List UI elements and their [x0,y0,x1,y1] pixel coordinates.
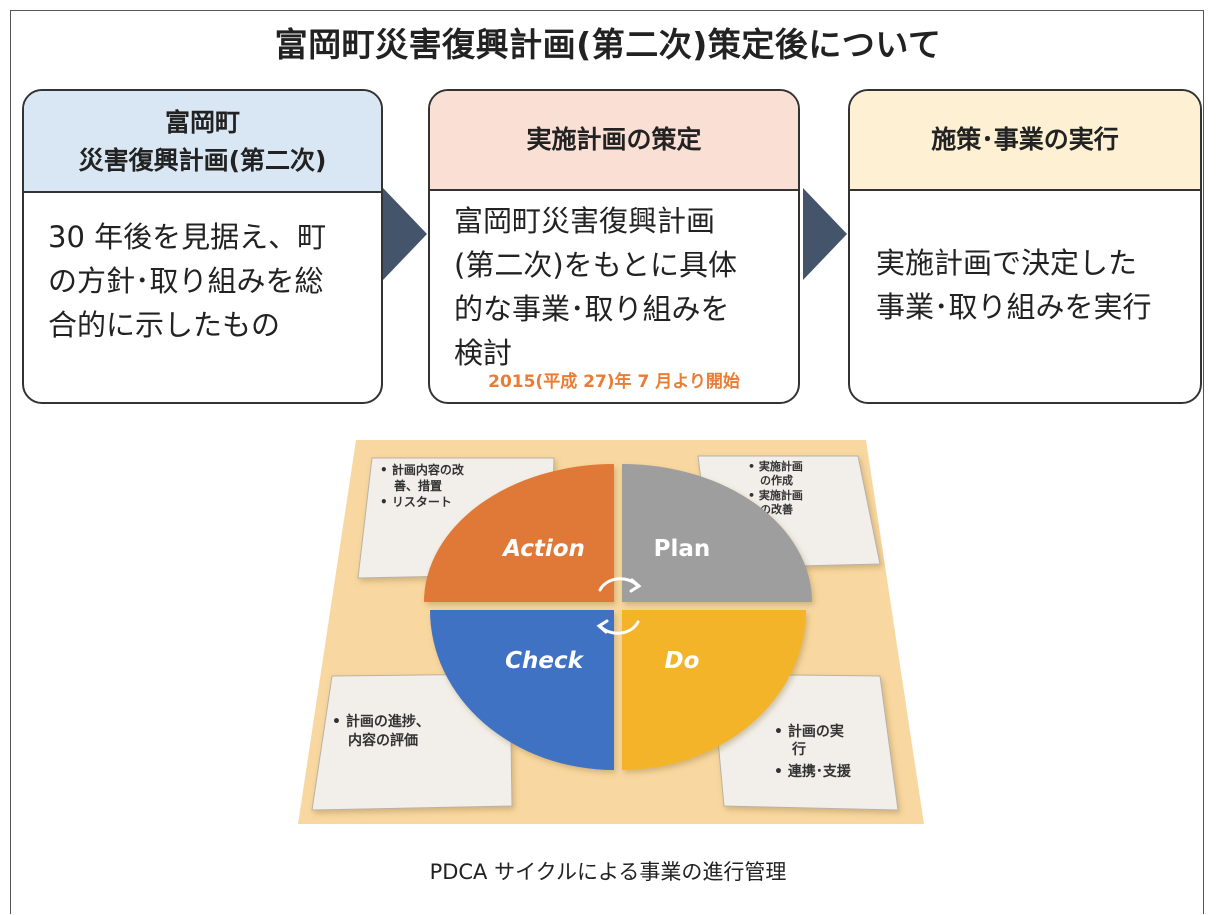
step-header: 富岡町 災害復興計画(第二次) [24,91,381,193]
note-line: • 実施計画 [748,459,803,473]
step-card-implementation-plan: 実施計画の策定 富岡町災害復興計画 (第二次)をもとに具体 的な事業･取り組みを… [428,89,800,404]
step-body-line: 富岡町災害復興計画 [454,204,716,238]
step-body: 実施計画で決定した 事業･取り組みを実行 [850,191,1200,329]
step-body: 富岡町災害復興計画 (第二次)をもとに具体 的な事業･取り組みを 検討 [430,191,798,375]
note-line: 内容の評価 [348,732,418,749]
step-body-line: 30 年後を見据え、町 [48,220,327,254]
step-header-line: 実施計画の策定 [526,125,702,154]
step-header: 施策･事業の実行 [850,91,1200,191]
step-body-line: 合的に示したもの [48,308,281,342]
pdca-label-do: Do [665,648,700,674]
cycle-arrows-icon [596,577,642,635]
note-line: の改善 [760,502,793,516]
pdca-label-action: Action [501,536,585,562]
right-arrow-icon [383,188,427,280]
step-body: 30 年後を見据え、町 の方針･取り組みを総 合的に示したもの [24,193,381,347]
pdca-cycle-diagram: • 計画内容の改 善、措置 • リスタート • 実施計画 の作成 • 実施計画 … [298,440,924,824]
step-body-line: の方針･取り組みを総 [48,264,324,298]
step-body-line: 事業･取り組みを実行 [876,290,1152,324]
step-body-line: 的な事業･取り組みを [454,292,730,326]
note-line: 行 [791,741,806,758]
step-header-line: 災害復興計画(第二次) [78,146,327,175]
step-header: 実施計画の策定 [430,91,798,191]
page-frame [10,10,1204,914]
pdca-quadrant-check [430,610,614,770]
pdca-label-plan: Plan [654,536,711,562]
note-line: • 計画内容の改 [380,462,465,477]
step-card-reconstruction-plan: 富岡町 災害復興計画(第二次) 30 年後を見据え、町 の方針･取り組みを総 合… [22,89,383,404]
note-line: • 連携･支援 [774,763,852,780]
svg-text:• 実施計画 の作成 • 実: • 実施計画 の作成 • 実施計画 の改善 [748,459,807,516]
pdca-quadrant-plan [622,464,812,602]
note-line: • 計画の実 [774,723,844,740]
note-line: 善、措置 [394,478,442,493]
step-body-line: (第二次)をもとに具体 [454,248,738,282]
svg-text:• 計画内容の改 善、措置: • 計画内容の改 善、措置 • リスタート [380,462,468,509]
svg-text:• 計画の実 行 • 連携･: • 計画の実 行 • 連携･支援 [774,723,852,780]
pdca-label-check: Check [505,648,584,674]
right-arrow-icon [803,188,847,280]
note-line: • リスタート [380,495,452,509]
note-line: • 実施計画 [748,488,803,502]
pdca-quadrant-action [424,464,614,602]
start-date-note: 2015(平成 27)年 7 月より開始 [488,372,740,392]
step-card-execution: 施策･事業の実行 実施計画で決定した 事業･取り組みを実行 [848,89,1202,404]
figure-caption: PDCA サイクルによる事業の進行管理 [429,860,787,884]
note-line: の作成 [760,473,793,487]
pdca-cycle-figure: • 計画内容の改 善、措置 • リスタート • 実施計画 の作成 • 実施計画 … [298,440,924,824]
page-title: 富岡町災害復興計画(第二次)策定後について [274,25,942,64]
note-line: • 計画の進捗、 [332,713,430,730]
step-body-line: 実施計画で決定した [876,246,1138,280]
step-header-line: 施策･事業の実行 [931,125,1119,154]
step-header-line: 富岡町 [164,108,240,137]
step-body-line: 検討 [454,336,513,370]
svg-text:• 計画の進捗、 内容の評価: • 計画の進捗、 内容の評価 [332,713,435,749]
pdca-quadrant-do [622,610,806,770]
